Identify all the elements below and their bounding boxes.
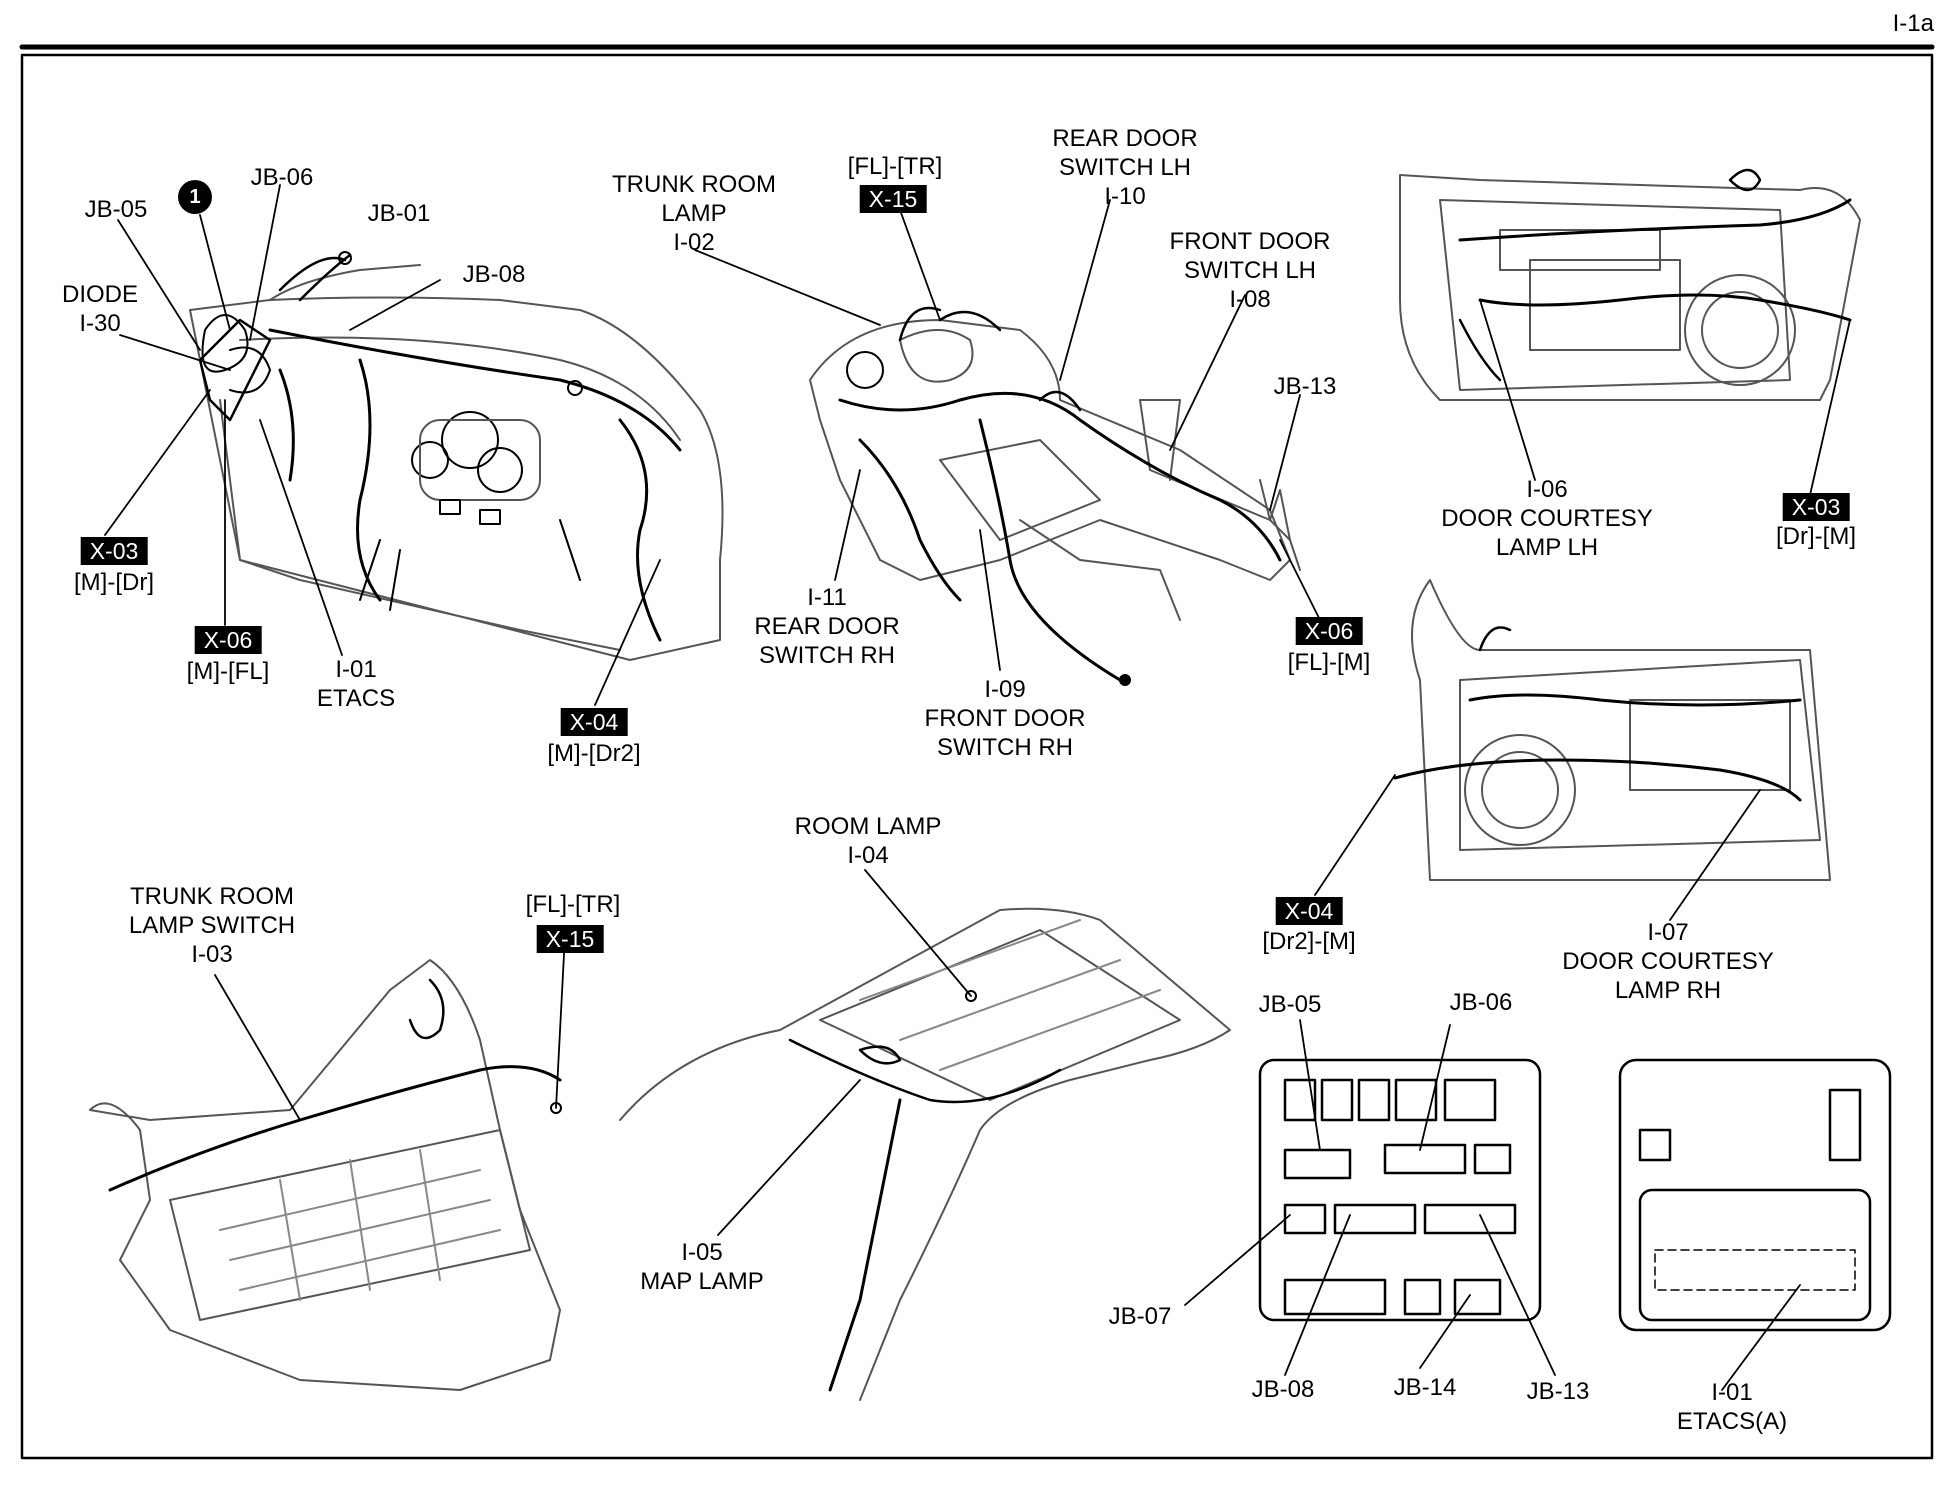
connector-x06-dash-pins: [M]-[FL] — [186, 658, 270, 685]
label-jb08-box: JB-08 — [1251, 1376, 1315, 1403]
connector-x04-door: X-04 — [1275, 897, 1343, 925]
connector-x03-dash: X-03 — [80, 537, 148, 565]
label-jb14: JB-14 — [1393, 1374, 1457, 1401]
connector-x06-floor: X-06 — [1295, 617, 1363, 645]
roof-illustration — [619, 907, 1231, 1401]
label-jb05-box: JB-05 — [1258, 991, 1322, 1018]
etacs-unit-illustration — [1618, 1058, 1892, 1332]
callout-marker: 1 — [178, 180, 212, 214]
connector-x03-door-pins: [Dr]-[M] — [1776, 523, 1856, 550]
label-jb13-box: JB-13 — [1526, 1378, 1590, 1405]
label-jb05-dash: JB-05 — [84, 196, 148, 223]
label-jb06-box: JB-06 — [1449, 989, 1513, 1016]
trunk-illustration — [89, 959, 562, 1391]
label-jb13-floor: JB-13 — [1273, 373, 1337, 400]
dashboard-illustration — [189, 251, 724, 661]
label-jb08-dash: JB-08 — [462, 261, 526, 288]
connector-x15-floor-pins: [FL]-[TR] — [847, 153, 943, 180]
page-id: I-1a — [1892, 10, 1934, 37]
connector-x15-trunk: X-15 — [536, 925, 604, 953]
connector-x04-door-pins: [Dr2]-[M] — [1262, 928, 1356, 955]
connector-x04-dash-pins: [M]-[Dr2] — [547, 740, 641, 767]
leader-lines — [104, 184, 1851, 1391]
label-jb01: JB-01 — [367, 200, 431, 227]
connector-x15-trunk-pins: [FL]-[TR] — [525, 891, 621, 918]
label-jb07: JB-07 — [1108, 1303, 1172, 1330]
connector-x06-dash: X-06 — [194, 626, 262, 654]
connector-x06-floor-pins: [FL]-[M] — [1287, 649, 1371, 676]
connector-x04-dash: X-04 — [560, 708, 628, 736]
connector-x03-door: X-03 — [1782, 493, 1850, 521]
door-lh-illustration — [1399, 168, 1861, 401]
connector-x03-dash-pins: [M]-[Dr] — [74, 569, 154, 596]
label-jb06-dash: JB-06 — [250, 164, 314, 191]
door-rh-illustration — [1393, 579, 1831, 881]
connector-x15-floor: X-15 — [859, 185, 927, 213]
junction-block-illustration — [1258, 1058, 1542, 1322]
floor-illustration — [809, 306, 1301, 686]
page-frame — [20, 53, 1934, 1460]
